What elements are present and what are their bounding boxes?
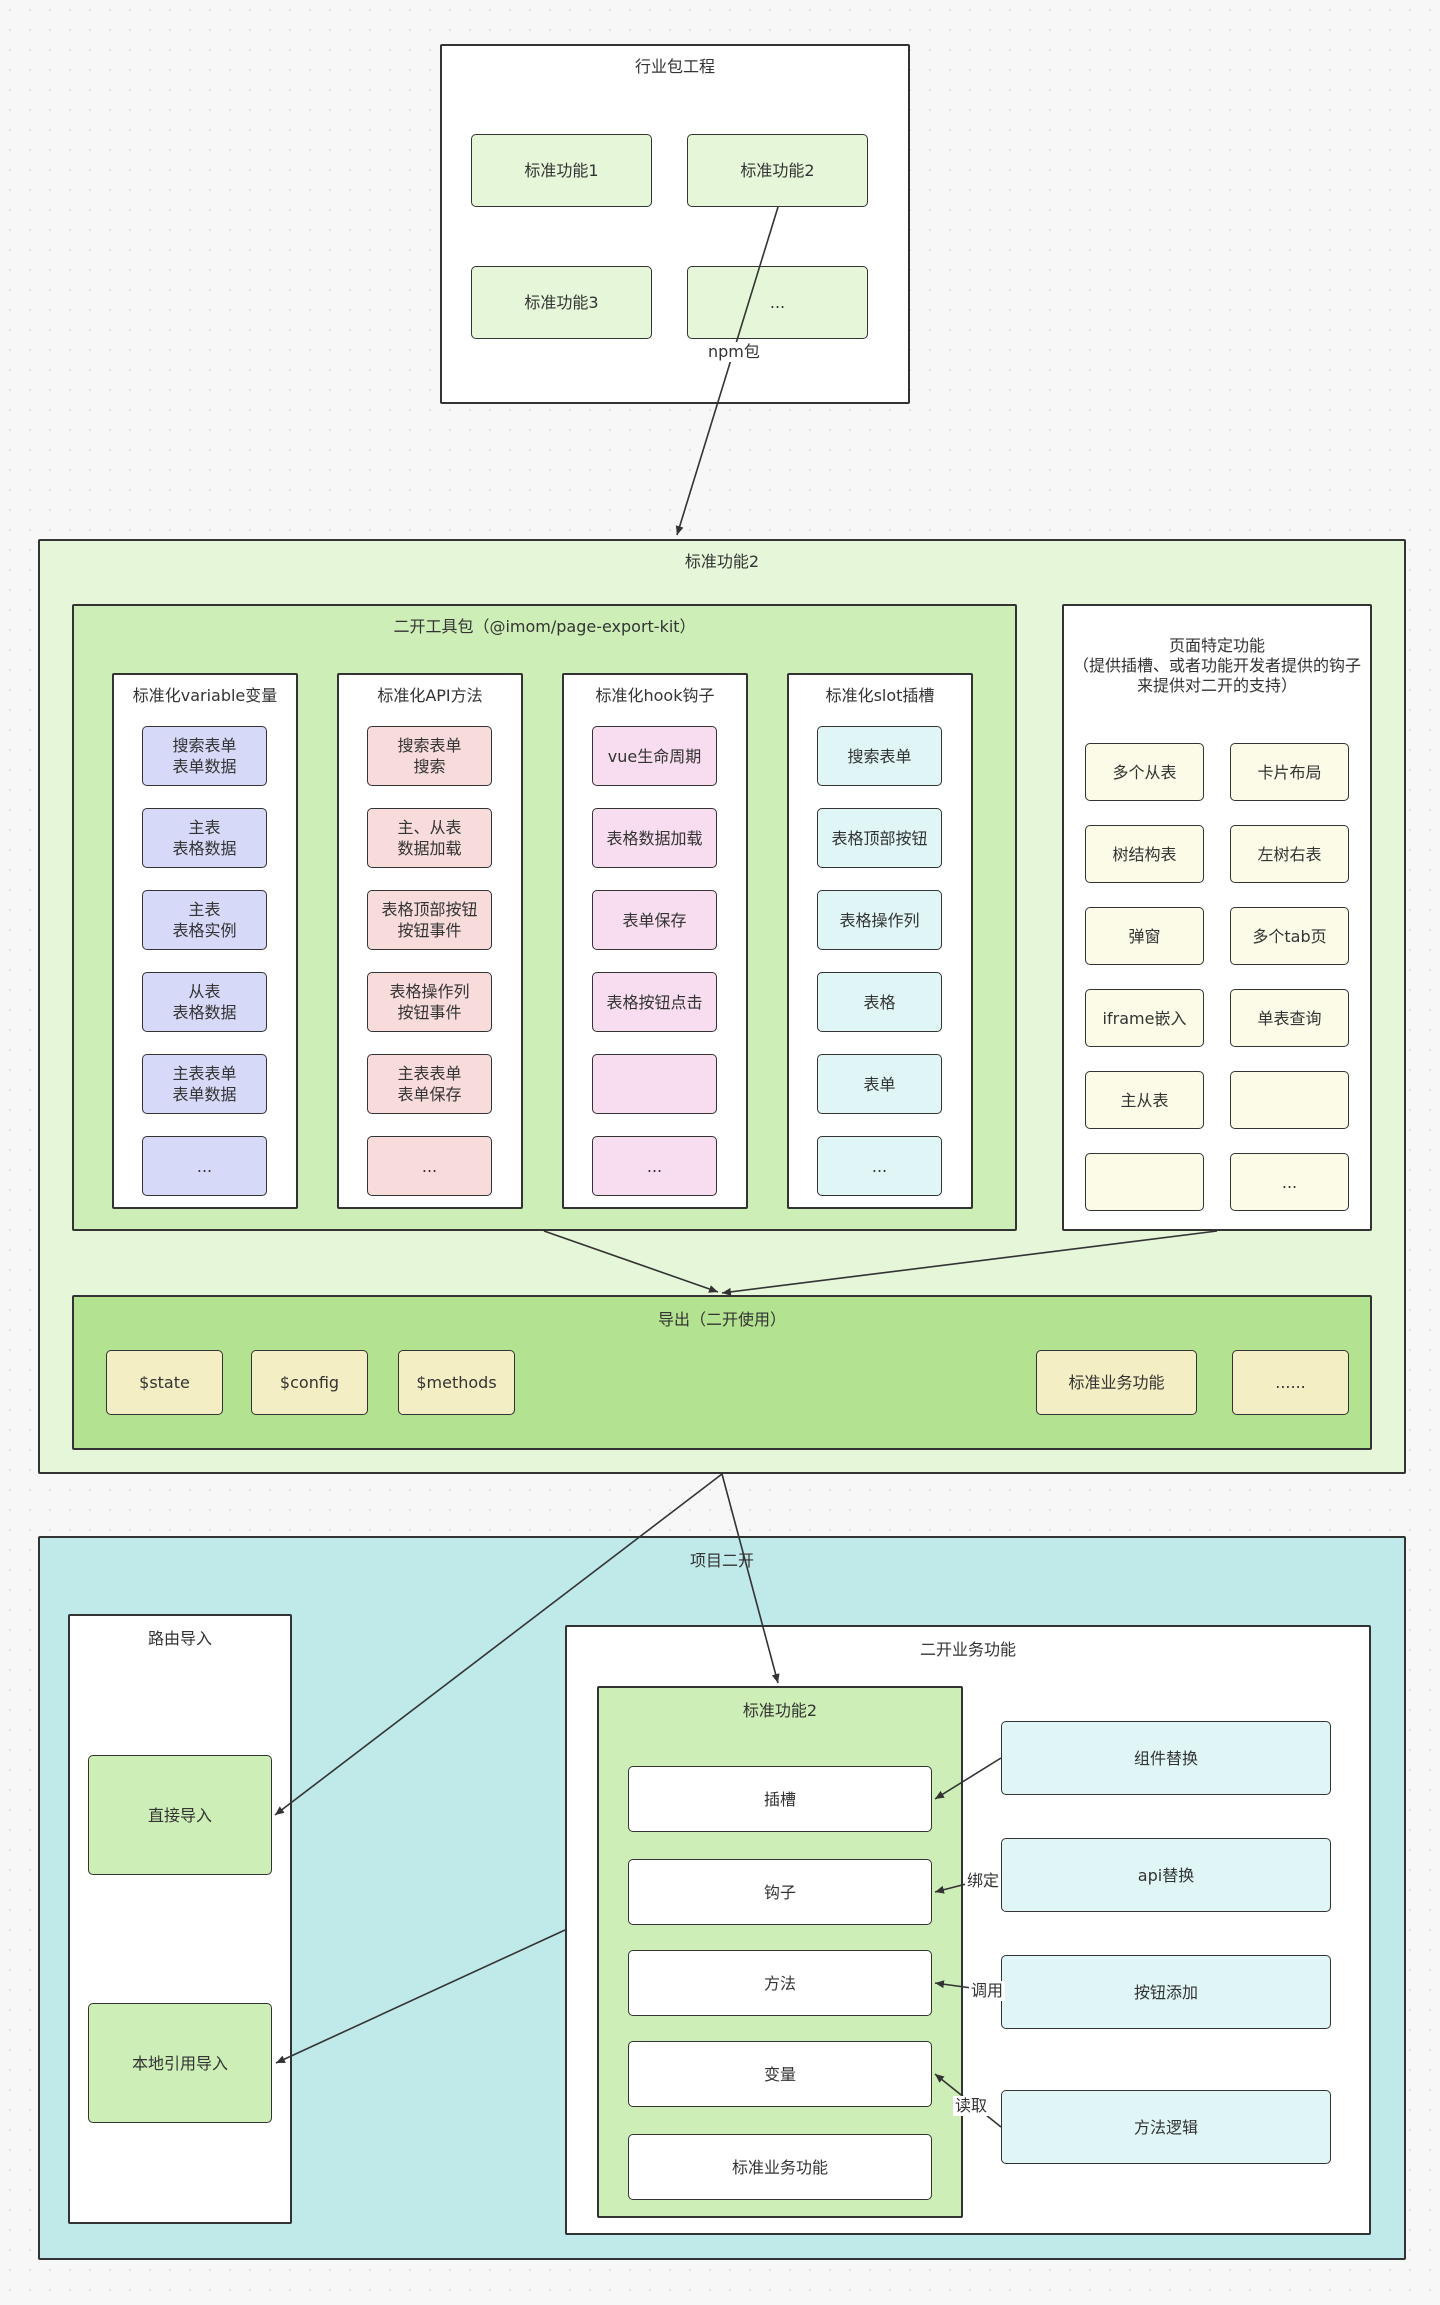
edge-page-specific-to-export[interactable]	[721, 1230, 1218, 1296]
edge-standard-to-direct-import[interactable]	[274, 1473, 723, 1816]
business-standard-feature[interactable]: 标准业务功能	[628, 2134, 932, 2200]
toolkit-item-api[interactable]: ...	[367, 1136, 492, 1196]
toolkit-item-hook[interactable]: 表单保存	[592, 890, 717, 950]
toolkit-item-hook[interactable]	[592, 1054, 717, 1114]
toolkit-item-slot[interactable]: 搜索表单	[817, 726, 942, 786]
industry-item-more[interactable]: ...	[687, 266, 868, 339]
edge-standard-to-business[interactable]	[721, 1473, 780, 1684]
routing-local-import[interactable]: 本地引用导入	[88, 2003, 272, 2123]
toolkit-item-slot[interactable]: 表格	[817, 972, 942, 1032]
toolkit-item-api[interactable]: 主、从表 数据加载	[367, 808, 492, 868]
industry-item-2[interactable]: 标准功能2	[687, 134, 868, 207]
industry-package-container[interactable]: 行业包工程	[440, 44, 910, 404]
toolkit-column-title: 标准化slot插槽	[825, 686, 935, 705]
action-component-replace[interactable]: 组件替换	[1001, 1721, 1331, 1795]
edge-label-read: 读取	[953, 2096, 990, 2116]
page-specific-item[interactable]: 主从表	[1085, 1071, 1204, 1129]
industry-item-1[interactable]: 标准功能1	[471, 134, 652, 207]
export-standard-business[interactable]: 标准业务功能	[1036, 1350, 1197, 1415]
business-standard2-title: 标准功能2	[742, 1701, 818, 1720]
toolkit-item-variable[interactable]: 主表表单 表单数据	[142, 1054, 267, 1114]
standard-feature-title: 标准功能2	[684, 552, 760, 571]
page-specific-title: 页面特定功能 （提供插槽、或者功能开发者提供的钩子 来提供对二开的支持）	[1072, 636, 1361, 695]
page-specific-item[interactable]: 树结构表	[1085, 825, 1204, 883]
toolkit-item-slot[interactable]: 表格顶部按钮	[817, 808, 942, 868]
export-title: 导出（二开使用）	[657, 1310, 786, 1329]
toolkit-item-variable[interactable]: 搜索表单 表单数据	[142, 726, 267, 786]
routing-title: 路由导入	[147, 1629, 212, 1648]
action-method-logic[interactable]: 方法逻辑	[1001, 2090, 1331, 2164]
toolkit-item-slot[interactable]: 表单	[817, 1054, 942, 1114]
edge-label-call: 调用	[969, 1981, 1006, 2001]
edge-component-replace-to-slot[interactable]	[934, 1757, 1002, 1800]
toolkit-item-slot[interactable]: 表格操作列	[817, 890, 942, 950]
toolkit-title: 二开工具包（@imom/page-export-kit）	[393, 617, 696, 636]
toolkit-item-api[interactable]: 表格顶部按钮 按钮事件	[367, 890, 492, 950]
toolkit-item-variable[interactable]: 主表 表格实例	[142, 890, 267, 950]
action-button-add[interactable]: 按钮添加	[1001, 1955, 1331, 2029]
toolkit-item-api[interactable]: 搜索表单 搜索	[367, 726, 492, 786]
routing-direct-import[interactable]: 直接导入	[88, 1755, 272, 1875]
routing-container[interactable]: 路由导入	[68, 1614, 292, 2224]
export-config[interactable]: $config	[251, 1350, 368, 1415]
edge-toolkit-to-export[interactable]	[543, 1230, 719, 1293]
page-specific-item[interactable]: iframe嵌入	[1085, 989, 1204, 1047]
export-state[interactable]: $state	[106, 1350, 223, 1415]
page-specific-item[interactable]	[1230, 1071, 1349, 1129]
toolkit-item-api[interactable]: 主表表单 表单保存	[367, 1054, 492, 1114]
export-methods[interactable]: $methods	[398, 1350, 515, 1415]
business-title: 二开业务功能	[919, 1640, 1016, 1659]
industry-item-3[interactable]: 标准功能3	[471, 266, 652, 339]
export-more[interactable]: ......	[1232, 1350, 1349, 1415]
toolkit-column-title: 标准化hook钩子	[595, 686, 715, 705]
toolkit-item-variable[interactable]: 主表 表格数据	[142, 808, 267, 868]
toolkit-item-hook[interactable]: ...	[592, 1136, 717, 1196]
toolkit-item-hook[interactable]: 表格按钮点击	[592, 972, 717, 1032]
toolkit-column-title: 标准化variable变量	[132, 686, 278, 705]
project-title: 项目二开	[689, 1551, 754, 1570]
page-specific-item[interactable]: 多个tab页	[1230, 907, 1349, 965]
page-specific-item[interactable]: ...	[1230, 1153, 1349, 1211]
action-api-replace[interactable]: api替换	[1001, 1838, 1331, 1912]
toolkit-item-slot[interactable]: ...	[817, 1136, 942, 1196]
toolkit-item-api[interactable]: 表格操作列 按钮事件	[367, 972, 492, 1032]
business-hook[interactable]: 钩子	[628, 1859, 932, 1925]
edge-npm-package[interactable]	[675, 206, 779, 536]
page-specific-item[interactable]: 多个从表	[1085, 743, 1204, 801]
page-specific-item[interactable]: 左树右表	[1230, 825, 1349, 883]
page-specific-item[interactable]: 卡片布局	[1230, 743, 1349, 801]
toolkit-item-variable[interactable]: ...	[142, 1136, 267, 1196]
toolkit-item-hook[interactable]: 表格数据加载	[592, 808, 717, 868]
edge-label-bind: 绑定	[965, 1871, 1002, 1891]
business-variable[interactable]: 变量	[628, 2041, 932, 2107]
page-specific-item[interactable]: 弹窗	[1085, 907, 1204, 965]
industry-package-title: 行业包工程	[634, 57, 715, 76]
business-method[interactable]: 方法	[628, 1950, 932, 2016]
page-specific-item[interactable]: 单表查询	[1230, 989, 1349, 1047]
business-slot[interactable]: 插槽	[628, 1766, 932, 1832]
edge-business-to-local-import[interactable]	[275, 1929, 566, 2064]
toolkit-column-title: 标准化API方法	[377, 686, 483, 705]
edge-label-npm-package: npm包	[706, 342, 762, 362]
toolkit-item-hook[interactable]: vue生命周期	[592, 726, 717, 786]
toolkit-item-variable[interactable]: 从表 表格数据	[142, 972, 267, 1032]
page-specific-item[interactable]	[1085, 1153, 1204, 1211]
